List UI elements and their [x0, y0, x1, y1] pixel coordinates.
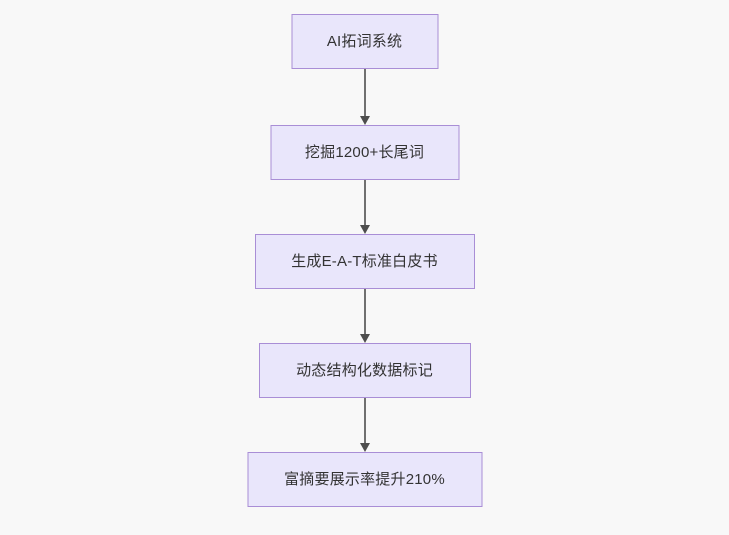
arrow-down-icon: [359, 443, 370, 452]
flowchart-edge-n2-n3: [358, 180, 372, 234]
edge-line: [363, 289, 366, 334]
edge-line: [363, 69, 366, 116]
edge-line: [363, 180, 366, 225]
flowchart-node-n5[interactable]: 富摘要展示率提升210%: [247, 452, 482, 507]
flowchart-node-n4[interactable]: 动态结构化数据标记: [258, 343, 471, 398]
flowchart-edge-n4-n5: [358, 398, 372, 452]
flowchart-node-label: AI拓词系统: [326, 33, 403, 50]
flowchart-node-label: 富摘要展示率提升210%: [284, 471, 445, 488]
flowchart-edge-n1-n2: [358, 69, 372, 125]
arrow-down-icon: [359, 116, 370, 125]
flowchart-node-label: 动态结构化数据标记: [296, 362, 433, 379]
flowchart-node-label: 挖掘1200+长尾词: [304, 144, 425, 161]
edge-line: [363, 398, 366, 443]
arrow-down-icon: [359, 334, 370, 343]
arrow-down-icon: [359, 225, 370, 234]
flowchart-node-n2[interactable]: 挖掘1200+长尾词: [270, 125, 459, 180]
flowchart-node-n1[interactable]: AI拓词系统: [291, 14, 438, 69]
flowchart-node-label: 生成E-A-T标准白皮书: [291, 253, 438, 270]
flowchart-node-n3[interactable]: 生成E-A-T标准白皮书: [254, 234, 475, 289]
flowchart-edge-n3-n4: [358, 289, 372, 343]
